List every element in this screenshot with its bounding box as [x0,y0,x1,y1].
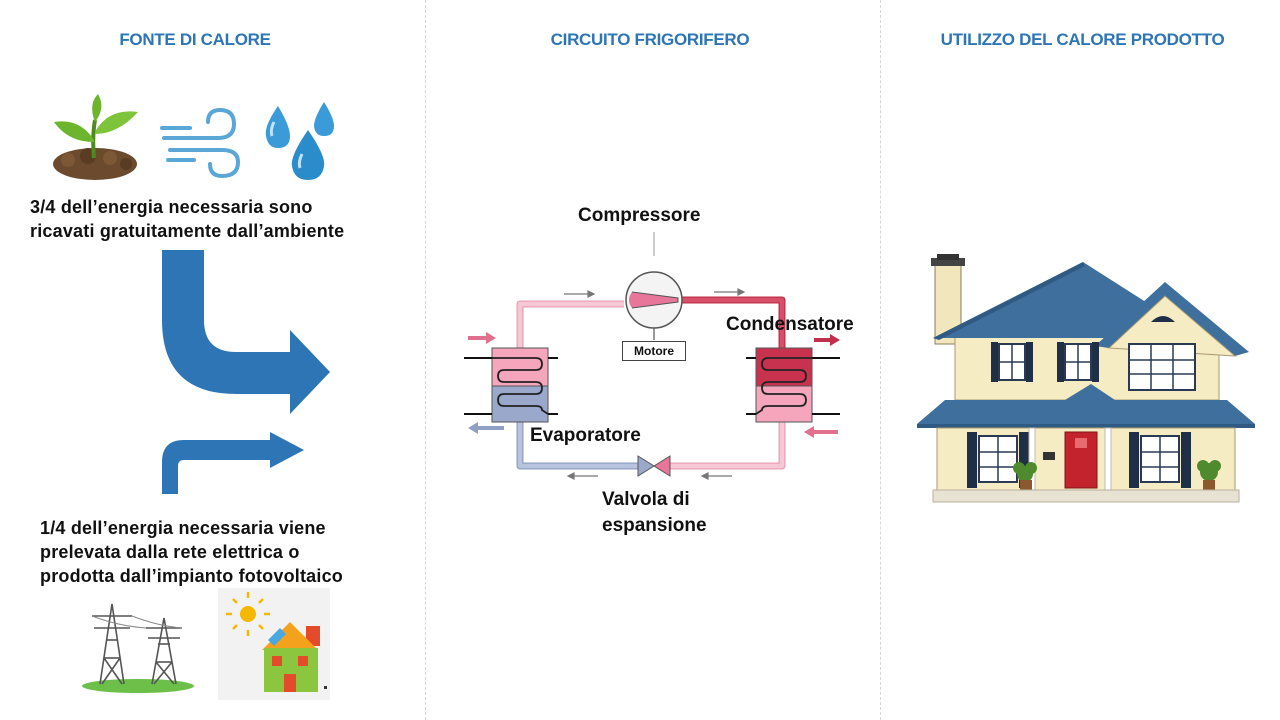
solar-house-icon [218,588,330,700]
evaporator-label: Evaporatore [530,425,641,446]
ambient-text-line: ricavati gratuitamente dall’ambiente [30,221,345,241]
use-column-title: UTILIZZO DEL CALORE PRODOTTO [940,30,1225,49]
pipe-liquid [668,420,786,470]
refrigeration-circuit [464,271,840,480]
expansion-valve-symbol [637,455,671,477]
condenser-out-arrow [814,334,840,346]
condenser-label: Condensatore [726,314,854,335]
electric-energy-arrow [162,432,304,494]
house-illustration [917,254,1255,503]
column-divider-right [880,0,881,720]
valve-label-line: espansione [602,515,707,536]
ambient-energy-arrow [162,250,330,414]
compressor-label: Compressore [578,205,701,226]
plant-soil-icon [53,94,138,180]
condenser-in-arrow [804,426,838,438]
water-drops-icon [265,102,334,180]
evaporator-out-arrow [468,422,504,434]
valve-label-line: Valvola di [602,489,690,510]
condenser-symbol [746,347,840,423]
column-divider-left [425,0,426,720]
ambient-energy-text: 3/4 dell’energia necessaria sono ricavat… [30,195,420,243]
ambient-text-line: 3/4 dell’energia necessaria sono [30,197,313,217]
evaporator-in-arrow [468,332,496,344]
source-column-title: FONTE DI CALORE [119,30,271,49]
electric-energy-text: 1/4 dell’energia necessaria viene prelev… [40,516,420,588]
electric-text-line: prelevata dalla rete elettrica o [40,542,300,562]
electric-text-line: 1/4 dell’energia necessaria viene [40,518,326,538]
wind-icon [160,107,241,179]
electric-text-line: prodotta dall’impianto fotovoltaico [40,566,343,586]
power-pylons-icon [82,603,194,693]
valve-label: Valvola di espansione [602,487,707,539]
circuit-column-title: CIRCUITO FRIGORIFERO [550,30,750,49]
motor-box: Motore [622,341,686,361]
evaporator-symbol [464,347,558,423]
compressor-leader-line [653,232,655,256]
pipe-suction [516,300,624,350]
compressor-symbol [625,271,683,340]
